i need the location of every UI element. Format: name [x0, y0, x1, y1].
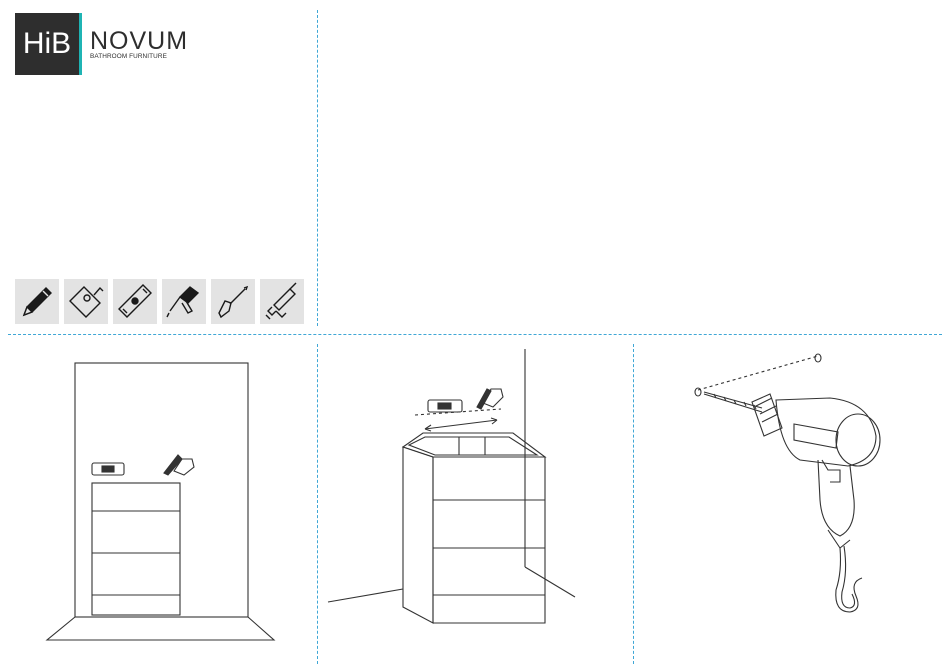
screwdriver-icon: [211, 279, 255, 324]
pencil-icon: [15, 279, 59, 324]
drill-icon: [162, 279, 206, 324]
brand-tagline: BATHROOM FURNITURE: [90, 53, 167, 60]
step-1-illustration: [40, 355, 280, 650]
brand-wordmark: NOVUM: [90, 30, 188, 52]
sealant-gun-icon: [260, 279, 304, 324]
drilling-wall-icon: [695, 354, 880, 612]
tool-tape-measure: [64, 279, 108, 324]
guide-line-vertical-bottom-left: [317, 344, 318, 664]
guide-line-horizontal: [8, 334, 942, 335]
brand-logo-accent: [79, 13, 82, 75]
tape-measure-icon: [64, 279, 108, 324]
tool-screwdriver: [211, 279, 255, 324]
step-3-illustration: [690, 350, 890, 625]
step-2-illustration: [325, 345, 585, 635]
cabinet-perspective-view-icon: [328, 349, 575, 623]
brand-logo-mark: HiB: [15, 13, 79, 75]
tool-pencil: [15, 279, 59, 324]
guide-line-vertical-bottom-right: [633, 344, 634, 664]
spirit-level-icon: [113, 279, 157, 324]
tool-sealant-gun: [260, 279, 304, 324]
guide-line-vertical-top: [317, 10, 318, 326]
tool-drill: [162, 279, 206, 324]
cabinet-front-view-icon: [47, 363, 274, 640]
tool-spirit-level: [113, 279, 157, 324]
